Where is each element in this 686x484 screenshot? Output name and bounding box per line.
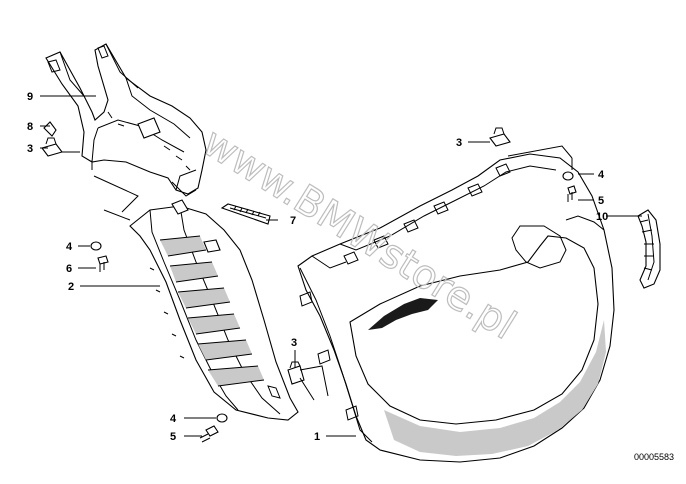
callout-labels: 9 8 3 4 6 2 7 3 4 5 10 3 4 5 1 xyxy=(27,91,608,443)
upper-bracket-part xyxy=(45,43,207,197)
clip-nut-part xyxy=(489,133,511,147)
side-trim-part xyxy=(637,209,661,289)
callout-5: 5 xyxy=(170,431,176,443)
washer-part xyxy=(216,413,228,423)
screw-part xyxy=(97,255,109,265)
washer-part xyxy=(562,171,574,181)
callout-2: 2 xyxy=(68,281,74,293)
callout-4: 4 xyxy=(598,169,605,181)
callout-4: 4 xyxy=(170,413,177,425)
callout-6: 6 xyxy=(66,263,72,275)
clip-nut-part xyxy=(41,143,63,157)
screw-part xyxy=(205,425,219,437)
callout-8: 8 xyxy=(27,121,33,133)
washer-part xyxy=(90,241,102,251)
callout-10: 10 xyxy=(596,211,608,223)
clip-nut-part xyxy=(287,365,305,385)
document-number: 00005583 xyxy=(634,452,674,462)
callout-3: 3 xyxy=(291,337,297,349)
callout-1: 1 xyxy=(314,431,320,443)
callout-3: 3 xyxy=(27,143,33,155)
fairing-panel-part xyxy=(297,153,615,463)
spring-clip-part xyxy=(43,121,57,137)
leader-lines xyxy=(40,95,642,437)
callout-3: 3 xyxy=(456,137,462,149)
callout-9: 9 xyxy=(27,91,33,103)
fasteners xyxy=(41,121,577,443)
callout-5: 5 xyxy=(598,195,604,207)
callout-7: 7 xyxy=(290,215,296,227)
grille-cover-part xyxy=(129,199,299,421)
trim-strip-part xyxy=(220,203,271,225)
screw-part xyxy=(567,185,577,195)
callout-4: 4 xyxy=(66,241,73,253)
